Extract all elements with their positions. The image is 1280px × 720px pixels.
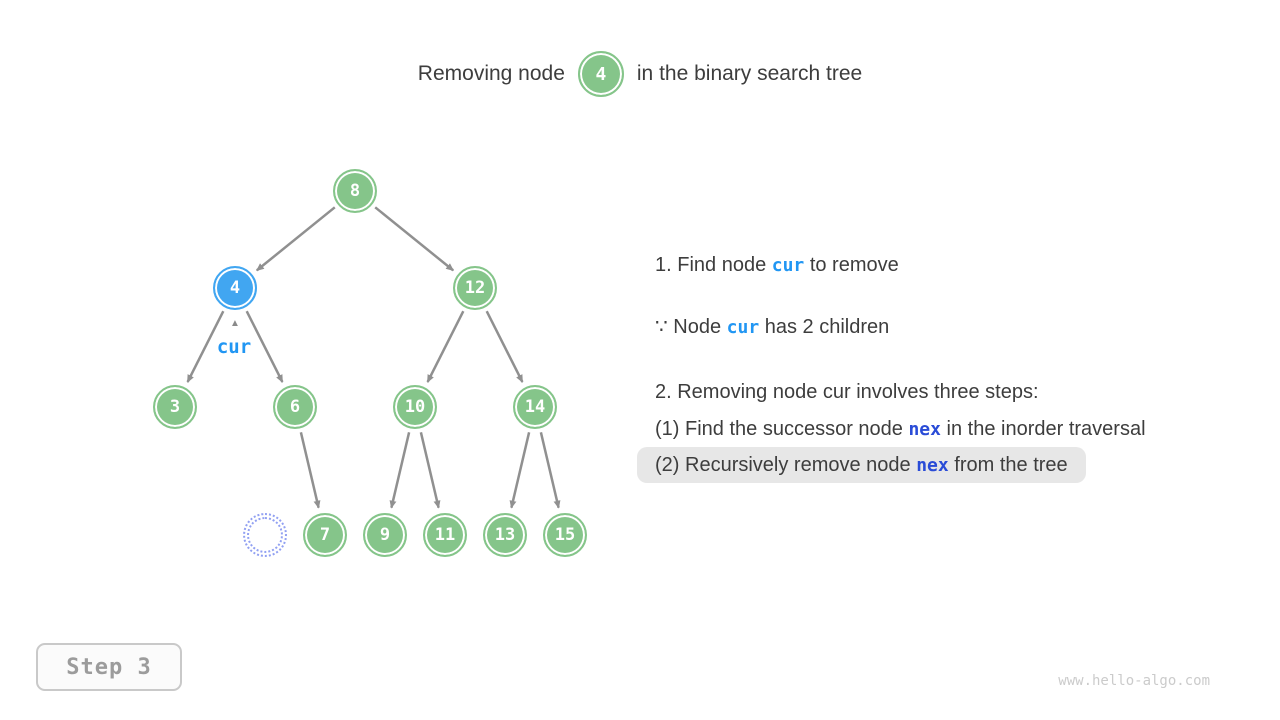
tree-node-14: 14 — [513, 385, 557, 429]
step-badge: Step 3 — [36, 643, 182, 691]
tree-edge-8-12 — [374, 206, 454, 272]
tree-node-8: 8 — [333, 169, 377, 213]
step-badge-label: Step 3 — [66, 654, 152, 680]
cur-pointer-label: cur — [216, 336, 252, 358]
tree-node-11: 11 — [423, 513, 467, 557]
tree-node-6: 6 — [273, 385, 317, 429]
tree-node-label: 15 — [554, 525, 576, 545]
note-text: (2) Recursively remove node — [655, 454, 917, 476]
tree-node-label: 9 — [379, 525, 391, 545]
note-line-5-highlighted: (2) Recursively remove node nex from the… — [637, 447, 1086, 483]
tree-edge-10-9 — [389, 432, 411, 509]
note-line-2: ∵ Node cur has 2 children — [637, 309, 907, 345]
tree-node-placeholder — [243, 513, 287, 557]
note-text: has 2 children — [759, 316, 890, 338]
tree-edge-10-11 — [419, 432, 441, 509]
tree-node-15: 15 — [543, 513, 587, 557]
tree-edge-8-4 — [256, 206, 336, 272]
tree-node-label: 8 — [349, 181, 361, 201]
note-line-4: (1) Find the successor node nex in the i… — [637, 411, 1164, 447]
note-line-3: 2. Removing node cur involves three step… — [637, 374, 1057, 410]
tree-node-4: 4 — [213, 266, 257, 310]
tree-edge-4-3 — [186, 310, 225, 383]
tree-node-label: 11 — [434, 525, 456, 545]
tree-node-10: 10 — [393, 385, 437, 429]
note-text: to remove — [804, 254, 899, 276]
caret-up-icon: ▲ — [230, 318, 240, 329]
tree-node-label: 7 — [319, 525, 331, 545]
tree-edge-14-13 — [509, 432, 531, 509]
cur-token: cur — [726, 317, 760, 338]
tree-node-label: 4 — [229, 278, 241, 298]
tree-node-label: 14 — [524, 397, 546, 417]
nex-token: nex — [908, 419, 941, 440]
title-text-pre: Removing node — [417, 62, 565, 85]
title-node-label: 4 — [595, 63, 607, 85]
note-text: 2. Removing node cur involves three step… — [655, 381, 1039, 403]
tree-node-label: 10 — [404, 397, 426, 417]
tree-edge-6-7 — [299, 432, 321, 509]
tree-node-label: 12 — [464, 278, 486, 298]
title-node-circle: 4 — [577, 51, 624, 97]
cur-token: cur — [771, 255, 805, 276]
note-text: ∵ Node — [655, 316, 727, 338]
title-text-post: in the binary search tree — [636, 62, 863, 85]
tree-edge-12-14 — [485, 310, 524, 383]
note-text: from the tree — [948, 454, 1068, 476]
nex-token: nex — [916, 455, 949, 476]
tree-edge-14-15 — [539, 432, 561, 509]
tree-node-13: 13 — [483, 513, 527, 557]
note-text: 1. Find node — [655, 254, 772, 276]
tree-edge-12-10 — [426, 310, 465, 383]
watermark: www.hello-algo.com — [1058, 673, 1210, 689]
tree-edge-4-6 — [245, 310, 284, 383]
note-text: (1) Find the successor node — [655, 418, 909, 440]
tree-node-9: 9 — [363, 513, 407, 557]
note-line-1: 1. Find node cur to remove — [637, 247, 917, 283]
tree-node-3: 3 — [153, 385, 197, 429]
note-text: in the inorder traversal — [940, 418, 1146, 440]
tree-node-7: 7 — [303, 513, 347, 557]
figure-title: Removing node 4 in the binary search tre… — [0, 50, 1280, 98]
tree-node-12: 12 — [453, 266, 497, 310]
tree-node-label: 6 — [289, 397, 301, 417]
tree-node-label: 13 — [494, 525, 516, 545]
tree-node-label: 3 — [169, 397, 181, 417]
